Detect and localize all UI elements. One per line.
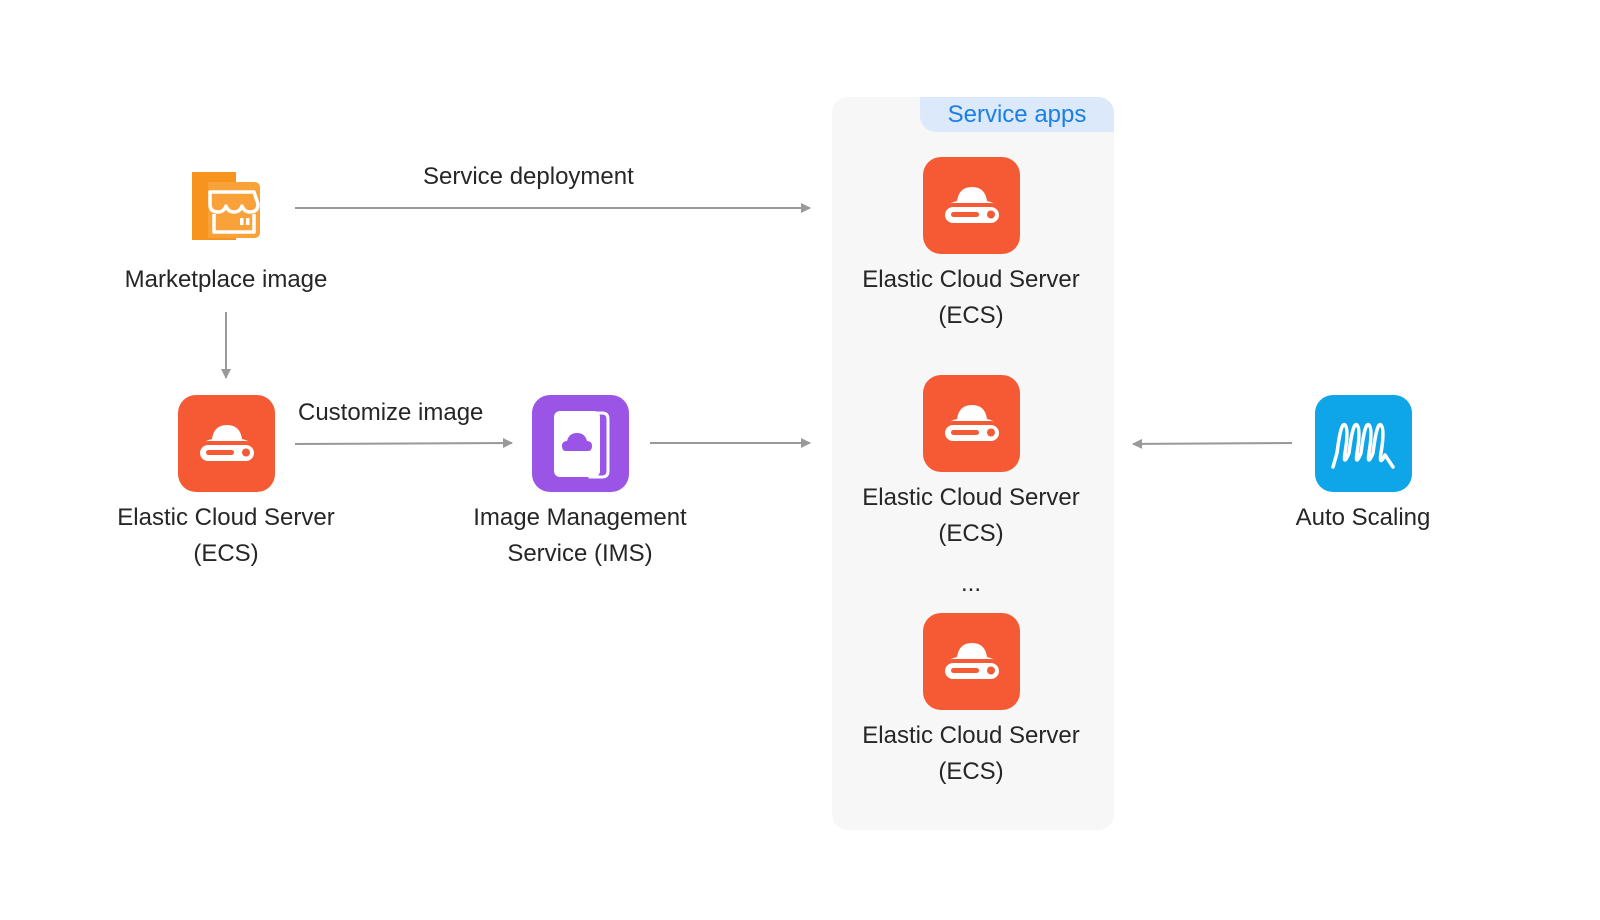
auto-scaling-icon: [1315, 395, 1412, 492]
ecs-2-label-line1: Elastic Cloud Server: [862, 484, 1080, 511]
ecs-cloud-server-icon: [923, 613, 1020, 710]
ims-label-line1: Image Management: [473, 504, 687, 531]
ecs-3-label-line1: Elastic Cloud Server: [862, 722, 1080, 749]
ecs-cloud-server-icon: [923, 375, 1020, 472]
ecs-cloud-server-icon: [178, 395, 275, 492]
ecs-left-label-line2: (ECS): [193, 540, 259, 567]
ecs-1-label-line1: Elastic Cloud Server: [862, 266, 1080, 293]
ecs-1-label-line2: (ECS): [938, 302, 1004, 329]
service-apps-title: Service apps: [920, 97, 1114, 132]
ecs-2-label-line2: (ECS): [938, 520, 1004, 547]
arrow-customize-image: [294, 438, 513, 449]
ims-label-line2: Service (IMS): [507, 540, 653, 567]
edge-label-service-deployment: Service deployment: [423, 163, 634, 190]
ims-image-icon: [532, 395, 629, 492]
ecs-left-label-line1: Elastic Cloud Server: [117, 504, 335, 531]
marketplace-image-label: Marketplace image: [124, 266, 328, 293]
ellipsis: ...: [960, 570, 981, 597]
ecs-cloud-server-icon: [923, 157, 1020, 254]
auto-scaling-label: Auto Scaling: [1295, 504, 1431, 531]
edge-label-customize-image: Customize image: [298, 399, 484, 426]
storefront-icon: [188, 168, 263, 243]
ecs-3-label-line2: (ECS): [938, 758, 1004, 785]
arrow-auto-scaling-to-ecs: [1132, 438, 1293, 449]
